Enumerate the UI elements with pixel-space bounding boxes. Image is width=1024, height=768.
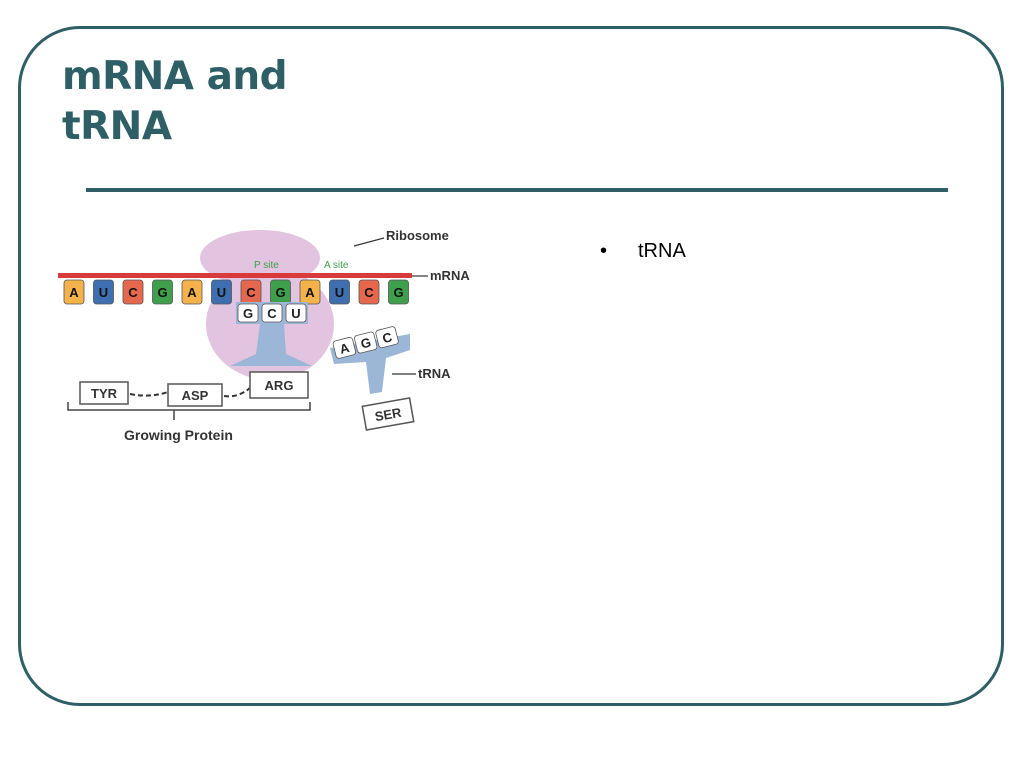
incoming-anticodon-base-letter: G	[359, 335, 372, 352]
incoming-anticodon-base-tile	[332, 336, 356, 359]
amino-acid-ser: SER	[374, 405, 404, 425]
peptide-bond-2	[223, 387, 251, 398]
bullet-text: tRNA	[638, 240, 686, 262]
ribosome-label: Ribosome	[386, 228, 449, 243]
mrna-base-tile	[181, 279, 203, 305]
incoming-anticodon-base-letter: A	[338, 340, 351, 357]
mrna-base-letter: U	[217, 285, 226, 300]
title-divider	[86, 188, 948, 192]
bound-anticodon-base-tile	[261, 303, 283, 323]
mrna-base-letter: G	[275, 285, 285, 300]
mrna-base-letter: G	[157, 285, 167, 300]
a-site-label: A site	[324, 260, 349, 271]
peptide-bond-1	[129, 391, 169, 397]
bound-anticodon-base-letter: G	[243, 306, 253, 321]
mrna-base-letter: A	[69, 285, 79, 300]
mrna-strand	[58, 273, 412, 278]
ribosome-leader	[353, 237, 385, 247]
amino-acid-asp: ASP	[182, 388, 209, 403]
p-site-label: P site	[254, 260, 279, 271]
mrna-base-tile	[299, 279, 321, 305]
mrna-base-tile	[358, 279, 380, 305]
mrna-base-letter: C	[128, 285, 138, 300]
bullet-dot: •	[600, 240, 608, 262]
amino-acid-box-tyr	[79, 381, 129, 405]
title-line-1: mRNA and	[62, 54, 288, 99]
title-line-2: tRNA	[62, 104, 172, 149]
bound-anticodon-base-letter: U	[291, 306, 300, 321]
trna-label: tRNA	[418, 366, 451, 381]
incoming-anticodon-base-letter: C	[381, 329, 394, 346]
amino-acid-box-asp	[167, 383, 223, 407]
mrna-label: mRNA	[430, 268, 470, 283]
mrna-base-letter: U	[335, 285, 344, 300]
mrna-base-tile	[388, 279, 409, 305]
incoming-anticodon-base-tile	[354, 331, 378, 354]
slide-frame	[18, 26, 1004, 706]
mrna-base-letter: U	[99, 285, 108, 300]
mrna-base-tile	[93, 279, 114, 305]
mrna-base-letter: G	[393, 285, 403, 300]
mrna-base-letter: A	[305, 285, 315, 300]
growing-protein-bracket	[67, 402, 311, 411]
mrna-base-tile	[211, 279, 232, 305]
bound-anticodon-base-tile	[285, 303, 307, 323]
mrna-base-tile	[152, 279, 173, 305]
amino-acid-box-ser	[361, 397, 415, 431]
bullet-list: • tRNA	[600, 240, 686, 263]
mrna-base-letter: C	[364, 285, 374, 300]
amino-acid-tyr: TYR	[91, 386, 118, 401]
mrna-base-tile	[329, 279, 350, 305]
bound-trna-body	[230, 324, 312, 366]
mrna-base-letter: C	[246, 285, 256, 300]
bound-anticodon-base-letter: C	[267, 306, 277, 321]
slide-title: mRNA and tRNA	[62, 52, 288, 152]
mrna-base-tile	[122, 279, 144, 305]
amino-acid-arg: ARG	[265, 378, 294, 393]
mrna-base-tile	[63, 279, 85, 305]
mrna-base-letter: A	[187, 285, 197, 300]
bound-anticodon-base-tile	[237, 303, 259, 323]
amino-acid-box-arg	[249, 371, 309, 399]
incoming-amino-acid-group: SER	[361, 397, 415, 431]
incoming-anticodon-base-tile	[375, 326, 399, 349]
growing-protein-label: Growing Protein	[124, 427, 233, 443]
bullet-item: • tRNA	[600, 240, 686, 263]
